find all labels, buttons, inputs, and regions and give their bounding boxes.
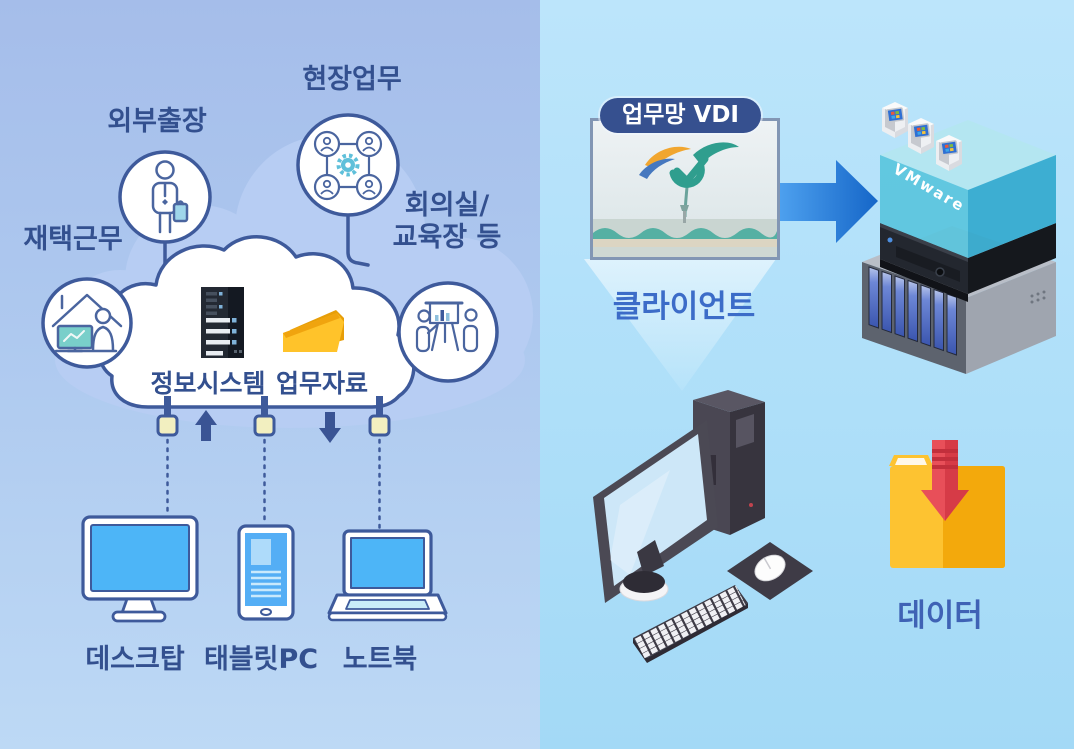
label-data: 데이터 [897, 598, 983, 634]
label-work-from-home: 재택근무 [23, 224, 123, 255]
gear-icon [336, 153, 360, 177]
label-meeting-room-line1: 회의실/ [404, 190, 490, 221]
vdi-art: VMware [593, 101, 1056, 663]
download-arrow-icon [319, 412, 341, 443]
field-work-icon [313, 130, 383, 201]
vmware-hypervisor-icon: VMware [880, 120, 1056, 258]
cloud-ports [156, 396, 391, 437]
client-screenshot-art [593, 121, 777, 257]
label-field-work: 현장업무 [302, 64, 402, 95]
label-desktop: 데스크탑 [85, 644, 185, 675]
label-meeting-room-line2: 교육장 등 [392, 222, 502, 253]
device-links [166, 438, 381, 530]
laptop-icon [327, 529, 448, 622]
label-work-data: 업무자료 [275, 369, 369, 398]
label-tablet-pc: 태블릿PC [203, 644, 319, 675]
data-folder-icon [889, 440, 1005, 568]
label-client: 클라이언트 [612, 289, 756, 325]
flow-arrow-icon [780, 160, 878, 243]
client-pc-icon [593, 390, 813, 663]
upload-arrow-icon [195, 410, 217, 441]
label-notebook: 노트북 [342, 644, 418, 675]
desktop-monitor-icon [81, 515, 199, 623]
home-office-icon [51, 293, 123, 353]
cloud-network-art [41, 113, 533, 623]
label-business-trip: 외부출장 [107, 106, 207, 137]
label-meeting-room: 회의실/ 교육장 등 [393, 190, 502, 254]
client-screenshot [590, 118, 780, 260]
meeting-room-icon [415, 301, 479, 353]
mouse-icon [754, 554, 786, 582]
data-download-arrow-icon [921, 440, 969, 521]
airport-logo-icon [639, 142, 739, 218]
vdi-network-badge: 업무망 VDI [600, 98, 761, 133]
rack-server-icon [880, 223, 1056, 302]
information-system-icon [201, 287, 244, 358]
label-information-system: 정보시스템 [150, 369, 266, 398]
business-trip-icon [151, 160, 189, 234]
tablet-icon [237, 524, 295, 621]
work-data-folder-icon [283, 310, 344, 352]
